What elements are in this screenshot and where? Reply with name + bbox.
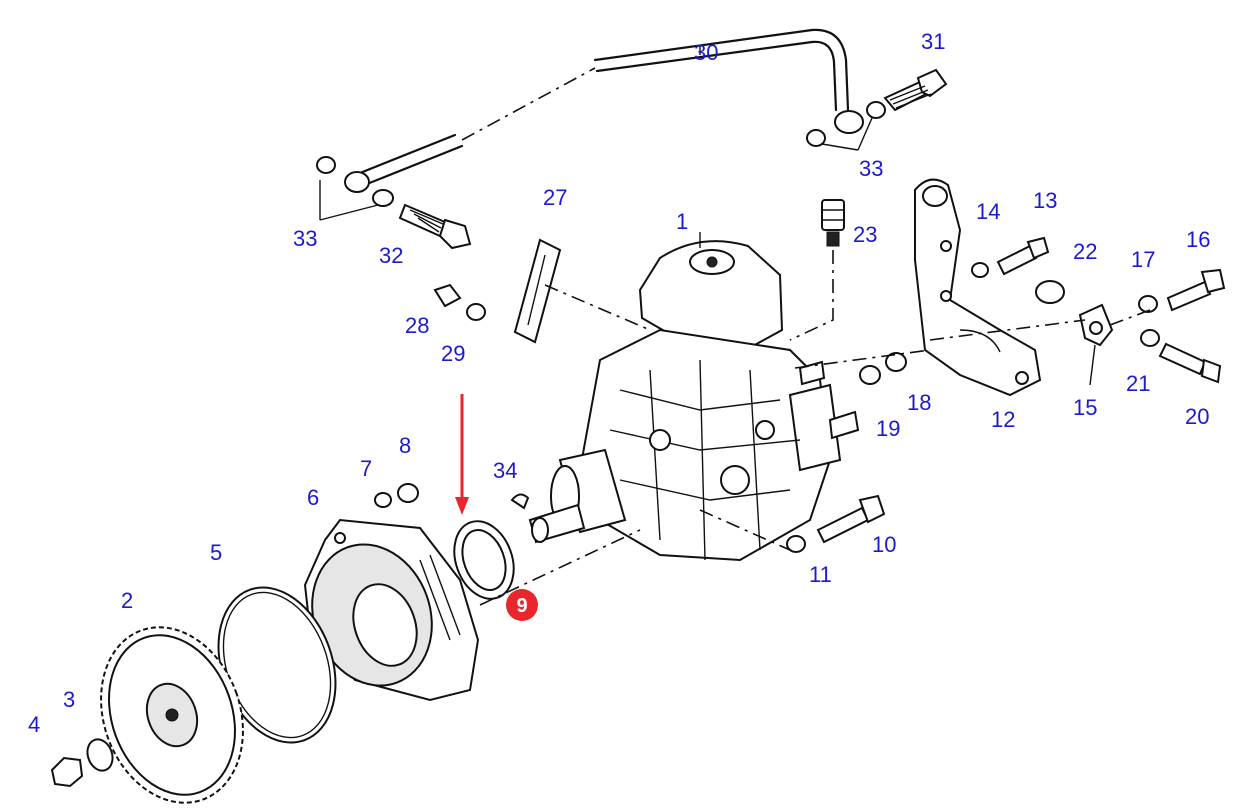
woodruff-key-34	[510, 493, 530, 510]
cover-housing-6	[303, 483, 480, 702]
callout-1: 1	[676, 209, 688, 234]
fuel-return-line	[344, 28, 864, 193]
callout-8: 8	[399, 433, 411, 458]
callout-11: 11	[809, 562, 832, 587]
leader-15	[1089, 344, 1096, 386]
callout-20: 20	[1185, 404, 1209, 429]
injection-pump-body	[528, 240, 860, 562]
callout-28: 28	[405, 313, 429, 338]
leader-33-right	[821, 117, 873, 151]
centerline-bracket	[794, 309, 1151, 369]
centerline-10	[699, 509, 791, 551]
highlight-arrow	[455, 394, 469, 515]
callout-29: 29	[441, 341, 465, 366]
callout-14: 14	[976, 199, 1000, 224]
callout-3: 3	[63, 687, 75, 712]
callout-22: 22	[1073, 239, 1097, 264]
callout-7: 7	[360, 456, 372, 481]
callout-31: 31	[921, 29, 945, 54]
banjo-bolt-32	[316, 156, 472, 250]
bolt-16-washer-17	[1138, 268, 1226, 313]
leader-33-left	[319, 180, 379, 221]
callout-4: 4	[28, 712, 40, 737]
callout-18: 18	[907, 390, 931, 415]
bracket-27	[513, 238, 651, 344]
seal-ring-9	[453, 520, 515, 600]
callout-32: 32	[379, 243, 403, 268]
callout-33-left: 33	[293, 226, 317, 251]
gear-2	[100, 626, 244, 804]
callout-6: 6	[307, 485, 319, 510]
highlight-badge-number: 9	[516, 595, 527, 617]
callout-16: 16	[1186, 227, 1210, 252]
callout-21: 21	[1126, 371, 1150, 396]
callout-30: 30	[694, 40, 718, 65]
callout-23: 23	[853, 222, 877, 247]
nuts-18-19	[859, 352, 907, 385]
bolt-10-washer-11	[786, 494, 886, 553]
centerline-main-shaft	[479, 529, 641, 606]
banjo-bolt-31	[806, 68, 948, 147]
bolt-20-washer-21	[1140, 329, 1222, 384]
clamp-15	[1078, 303, 1114, 347]
bolt-13-washer-14	[971, 236, 1050, 278]
highlight-badge-circle	[506, 589, 538, 621]
callout-10: 10	[872, 532, 896, 557]
stop-solenoid-23	[789, 199, 845, 341]
callout-17: 17	[1131, 247, 1155, 272]
support-bracket-12	[914, 178, 1042, 397]
spacer-22	[1035, 280, 1065, 304]
callout-27: 27	[543, 185, 567, 210]
callout-34: 34	[493, 458, 517, 483]
callout-33-right: 33	[859, 156, 883, 181]
callout-15: 15	[1073, 395, 1097, 420]
highlight-badge-9[interactable]: 9	[506, 589, 538, 621]
callout-5: 5	[210, 540, 222, 565]
callout-13: 13	[1033, 188, 1057, 213]
bolt-28	[433, 283, 486, 321]
callout-12: 12	[991, 407, 1015, 432]
callout-2: 2	[121, 588, 133, 613]
washer-3-nut-4	[50, 738, 114, 788]
callout-19: 19	[876, 416, 900, 441]
